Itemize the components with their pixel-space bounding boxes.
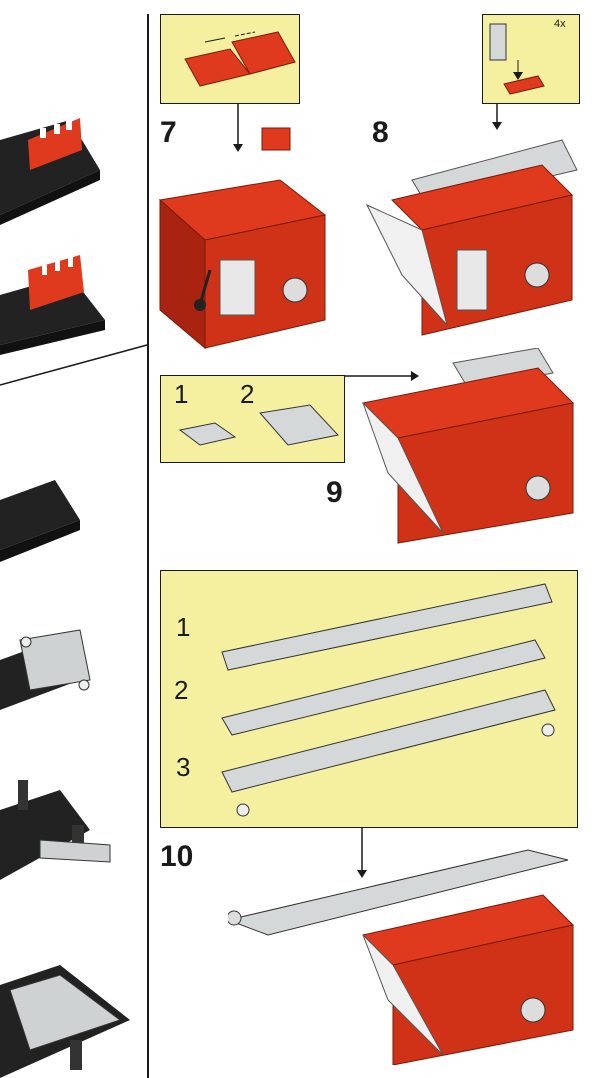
step10-part1-label: 1	[176, 612, 191, 642]
black-base-red-fence-2	[0, 255, 105, 355]
step10-arrow	[357, 828, 367, 878]
step10-callout-parts	[221, 583, 556, 817]
step10-build	[228, 849, 574, 1065]
step8-quantity: 4x	[554, 18, 566, 30]
step8-build	[365, 139, 578, 336]
step8-number: 8	[372, 116, 389, 149]
step9-part2-label: 2	[240, 379, 255, 409]
step10-part3-label: 3	[176, 752, 191, 782]
step7-build	[158, 127, 327, 350]
grey-base-partial	[0, 965, 130, 1078]
step9-part1-label: 1	[174, 379, 189, 409]
black-base-red-fence-1	[0, 118, 100, 225]
step7-arrow	[233, 104, 243, 152]
step7-callout-parts	[184, 31, 296, 87]
vertical-divider	[147, 14, 149, 1078]
step9-callout-parts	[178, 404, 339, 446]
left-partial-builds	[0, 118, 130, 1078]
black-assembly-axle	[0, 780, 111, 880]
step10-number: 10	[160, 840, 194, 873]
black-plate-grey-arm	[0, 629, 91, 710]
step8-callout-parts	[489, 23, 545, 95]
step9-arrow	[345, 371, 419, 381]
left-divider-line	[0, 344, 148, 386]
step8-arrow	[492, 104, 502, 130]
step9-build	[361, 348, 575, 544]
step9-number: 9	[326, 476, 343, 509]
step7-number: 7	[160, 116, 177, 149]
black-plate	[0, 480, 80, 562]
step10-part2-label: 2	[174, 675, 189, 705]
